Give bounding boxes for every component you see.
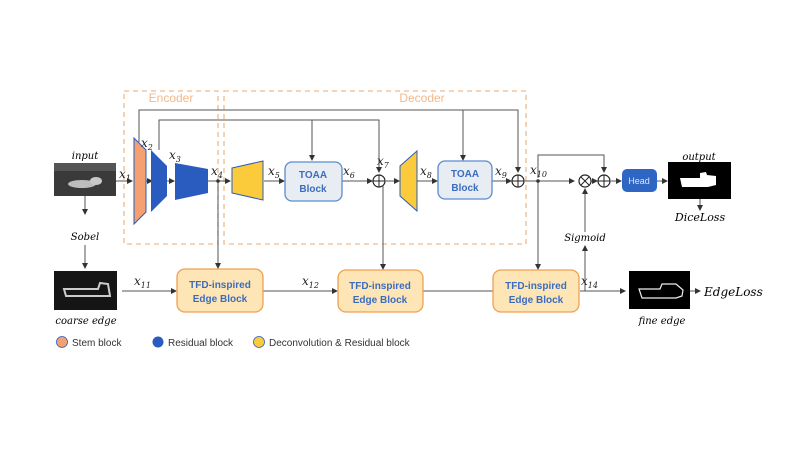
dice-loss-label: DiceLoss xyxy=(674,211,726,224)
toaa-block-2: TOAA Block xyxy=(437,160,493,200)
svg-text:Edge Block: Edge Block xyxy=(193,294,248,305)
junction-dot xyxy=(536,179,540,183)
toaa-block-1: TOAA Block xyxy=(284,161,343,202)
var-x3: x3 xyxy=(169,148,181,164)
add-node xyxy=(597,174,611,188)
head-block: Head xyxy=(622,169,657,192)
var-x7: x7 xyxy=(377,154,390,170)
residual-block-1 xyxy=(151,150,167,212)
var-x6: x6 xyxy=(343,164,355,180)
var-x12: x12 xyxy=(302,274,319,290)
edge-loss-label: EdgeLoss xyxy=(703,285,763,299)
coarse-edge-label: coarse edge xyxy=(55,316,116,327)
var-x1: x1 xyxy=(119,167,131,183)
coarse-edge-image xyxy=(54,271,117,310)
fine-edge-label: fine edge xyxy=(638,316,686,327)
legend-item-stem: Stem block xyxy=(56,336,122,349)
input-image xyxy=(54,163,116,196)
svg-text:Edge Block: Edge Block xyxy=(353,295,408,306)
decoder-title: Decoder xyxy=(399,91,444,105)
svg-text:Deconvolution & Residual block: Deconvolution & Residual block xyxy=(269,338,411,349)
svg-text:TFD-inspired: TFD-inspired xyxy=(189,280,251,291)
var-x5: x5 xyxy=(268,164,280,180)
output-image xyxy=(668,162,731,199)
var-x10: x10 xyxy=(530,163,547,179)
multiply-node xyxy=(578,174,592,188)
output-label: output xyxy=(682,152,716,163)
junction-dot xyxy=(216,179,220,183)
fine-edge-image xyxy=(629,271,690,309)
svg-text:TOAA: TOAA xyxy=(299,170,327,181)
legend-item-residual: Residual block xyxy=(152,336,234,349)
legend-item-deconv: Deconvolution & Residual block xyxy=(253,336,411,349)
tfd-edge-block-2: TFD-inspired Edge Block xyxy=(337,269,424,313)
edge-branch-lines xyxy=(82,181,703,294)
encoder-title: Encoder xyxy=(149,91,194,105)
stem-block xyxy=(133,136,147,226)
sobel-label: Sobel xyxy=(71,232,99,243)
var-x4: x4 xyxy=(211,164,223,180)
svg-text:Block: Block xyxy=(451,183,479,194)
residual-block-2 xyxy=(175,163,208,200)
svg-text:Head: Head xyxy=(628,176,650,186)
svg-text:Residual block: Residual block xyxy=(168,338,234,349)
encoder-region xyxy=(123,90,219,245)
tfd-edge-block-1: TFD-inspired Edge Block xyxy=(176,268,264,313)
var-labels: x1 x2 x3 x4 x5 x6 x7 x8 x9 x10 x11 x12 x… xyxy=(119,136,598,290)
var-x9: x9 xyxy=(495,164,507,180)
skip-connections xyxy=(138,109,607,178)
svg-text:Block: Block xyxy=(299,184,327,195)
deconv-block-2 xyxy=(399,149,418,213)
deconv-block-1 xyxy=(231,160,264,201)
add-node xyxy=(511,174,525,188)
add-node xyxy=(372,174,386,188)
legend: Stem block Residual block Deconvolution … xyxy=(56,336,411,349)
svg-text:Edge Block: Edge Block xyxy=(509,295,564,306)
svg-text:Stem block: Stem block xyxy=(72,338,122,349)
var-x2: x2 xyxy=(141,136,153,152)
svg-text:TFD-inspired: TFD-inspired xyxy=(505,281,567,292)
var-x8: x8 xyxy=(420,164,432,180)
var-x14: x14 xyxy=(581,274,598,290)
svg-text:TOAA: TOAA xyxy=(451,169,479,180)
svg-text:TFD-inspired: TFD-inspired xyxy=(349,281,411,292)
input-label: input xyxy=(72,151,99,162)
sigmoid-label: Sigmoid xyxy=(564,233,606,244)
decoder-region xyxy=(223,90,527,245)
var-x11: x11 xyxy=(134,274,151,290)
tfd-edge-block-3: TFD-inspired Edge Block xyxy=(492,269,580,313)
